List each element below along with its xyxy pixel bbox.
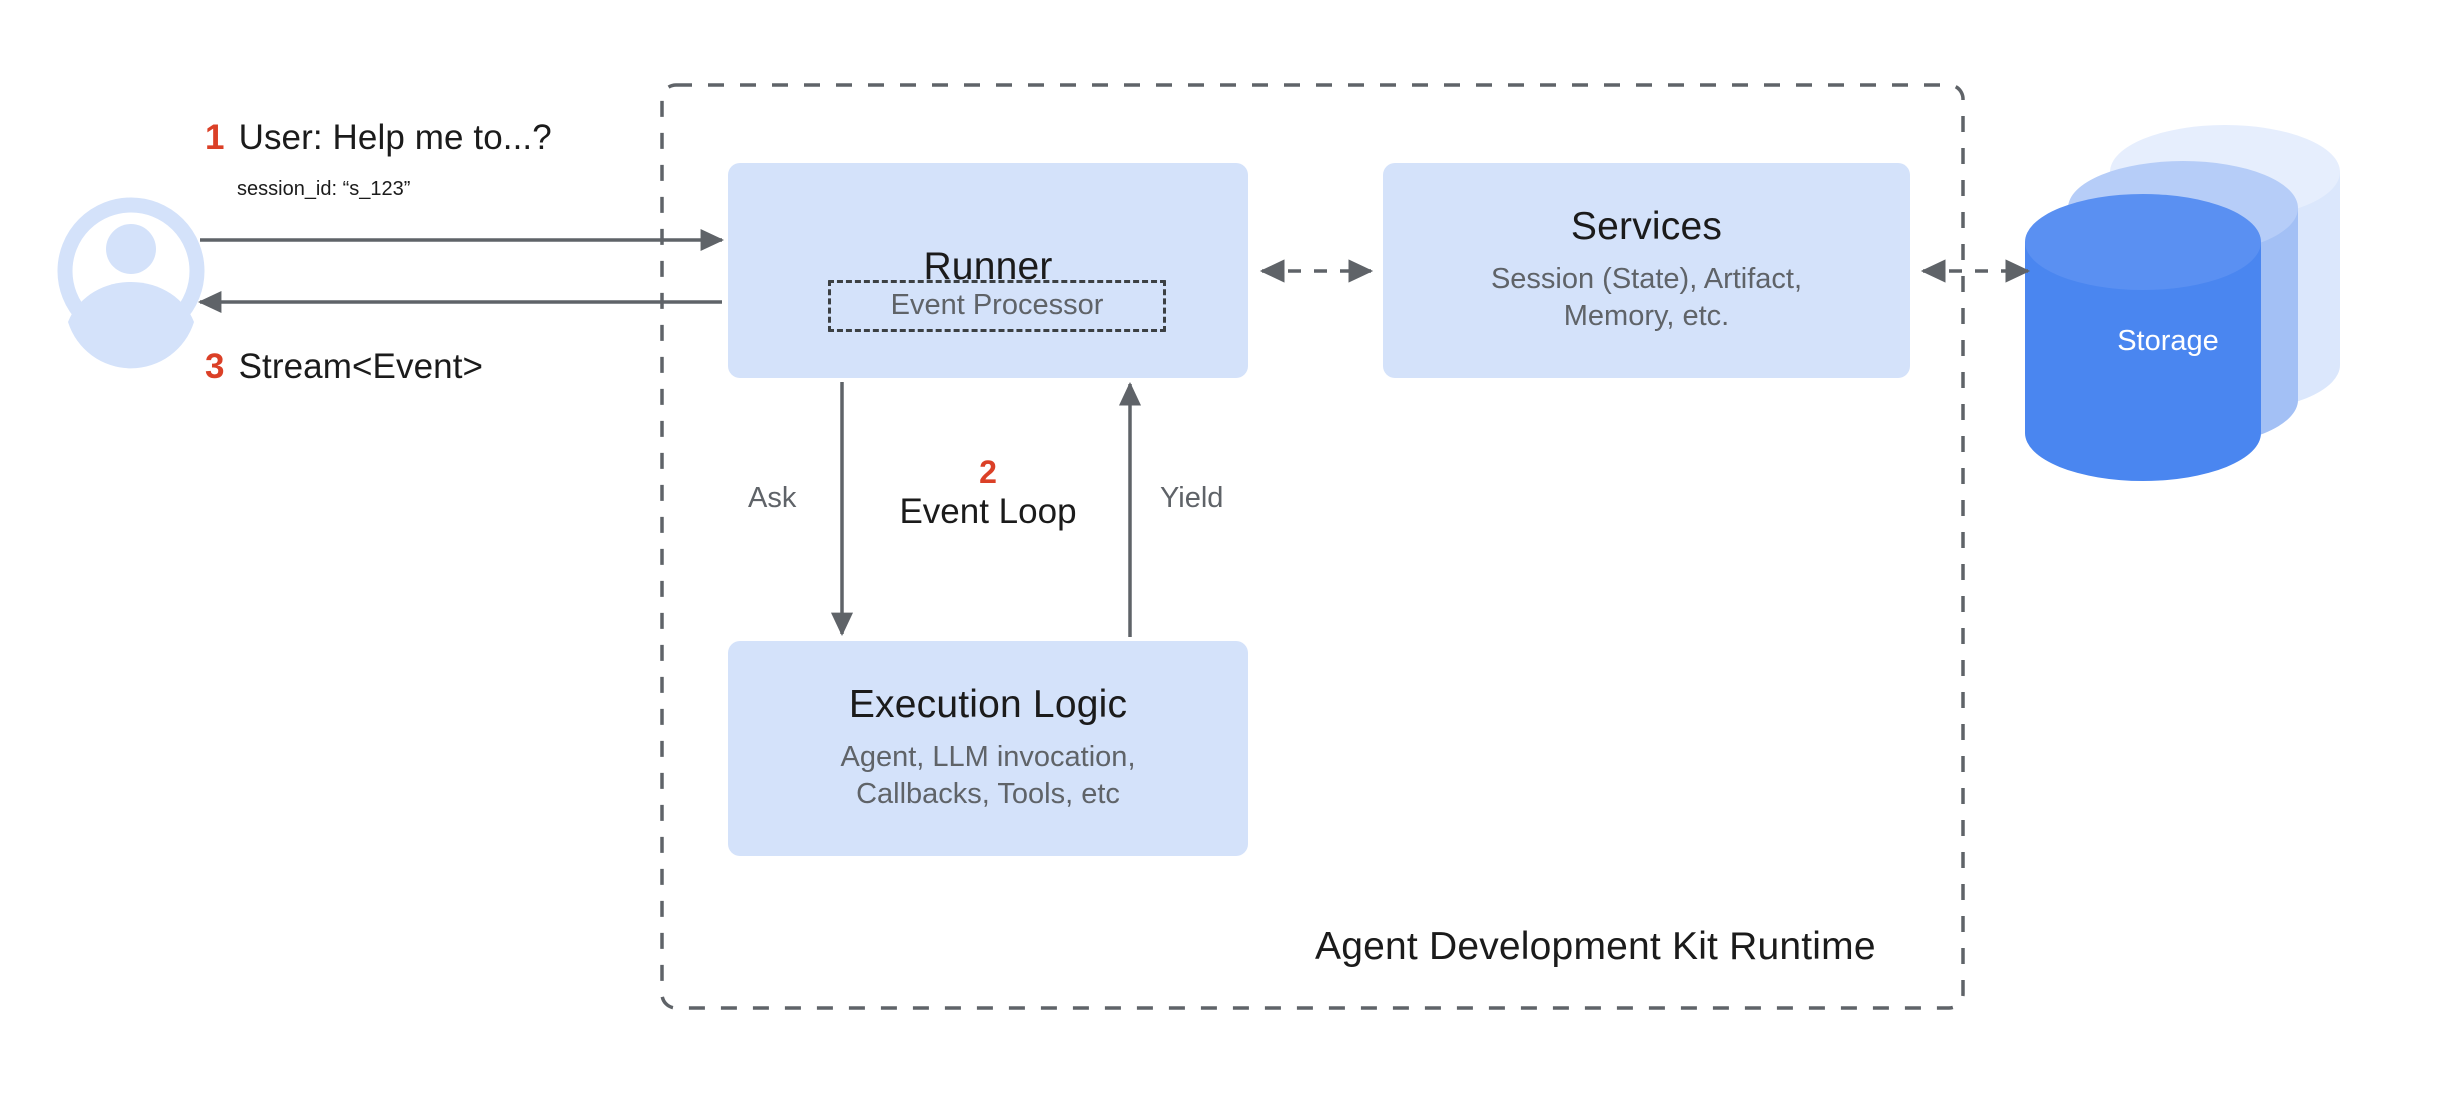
adk-runtime-label: Agent Development Kit Runtime bbox=[1315, 925, 1876, 968]
step-1-number: 1 bbox=[205, 118, 225, 157]
event-processor-label: Event Processor bbox=[890, 288, 1104, 321]
services-title: Services bbox=[1570, 204, 1723, 248]
execution-logic-title: Execution Logic bbox=[848, 682, 1128, 726]
user-avatar-icon bbox=[57, 197, 205, 369]
step-2-number: 2 bbox=[979, 454, 997, 490]
services-subtitle: Session (State), Artifact, Memory, etc. bbox=[1490, 262, 1803, 332]
event-processor-box[interactable]: Event Processor bbox=[828, 280, 1166, 332]
services-node[interactable]: Services Session (State), Artifact, Memo… bbox=[1383, 163, 1910, 378]
storage-label: Storage bbox=[2117, 325, 2219, 357]
execution-logic-subtitle: Agent, LLM invocation, Callbacks, Tools,… bbox=[840, 740, 1136, 810]
ask-label: Ask bbox=[748, 482, 797, 514]
stream-response-text: Stream<Event> bbox=[238, 347, 484, 386]
stream-response-label: 3 Stream<Event> bbox=[205, 347, 483, 387]
storage-cylinder-stack bbox=[2025, 125, 2340, 481]
event-loop-text: Event Loop bbox=[899, 492, 1077, 532]
user-request-session-id: session_id: “s_123” bbox=[237, 178, 411, 200]
adk-runtime-container bbox=[660, 83, 1965, 1010]
event-loop-label: 2 Event Loop bbox=[888, 454, 1088, 534]
step-3-number: 3 bbox=[205, 347, 225, 386]
user-request-label: 1 User: Help me to...? bbox=[205, 118, 552, 158]
execution-logic-node[interactable]: Execution Logic Agent, LLM invocation, C… bbox=[728, 641, 1248, 856]
user-request-text: User: Help me to...? bbox=[238, 118, 552, 157]
storage-cylinder-front bbox=[2025, 194, 2261, 481]
yield-label: Yield bbox=[1160, 482, 1224, 514]
runner-node[interactable]: Runner Event Processor bbox=[728, 163, 1248, 378]
